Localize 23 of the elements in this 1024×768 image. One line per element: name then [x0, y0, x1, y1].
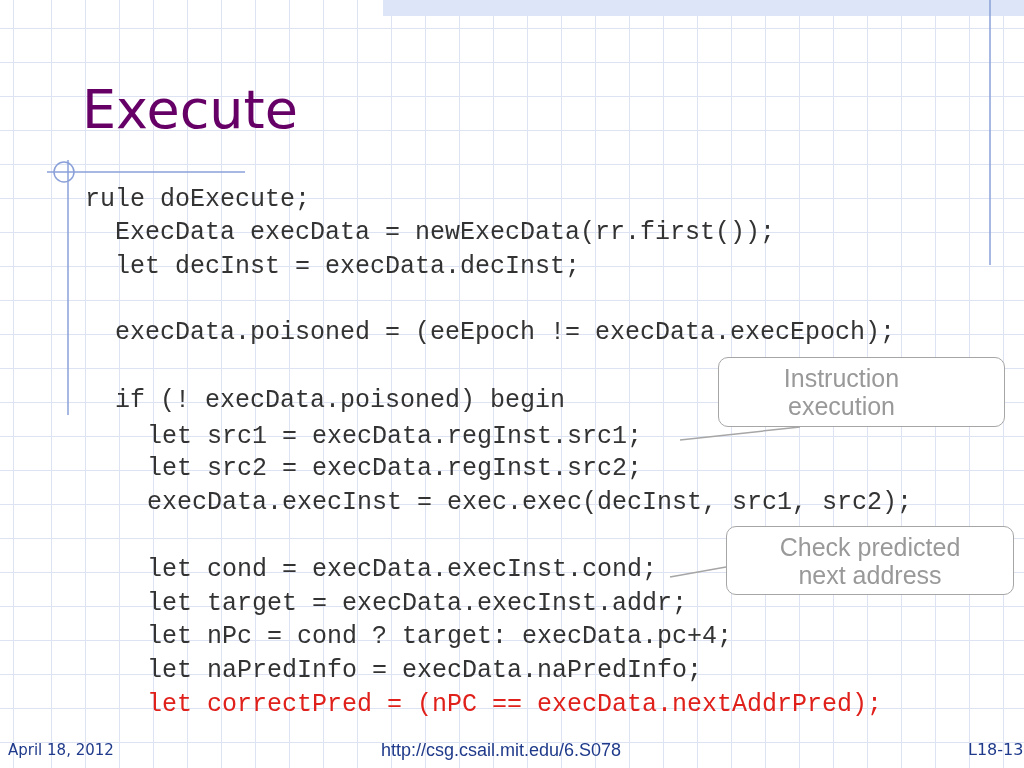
code-line: let target = execData.execInst.addr;	[147, 589, 688, 619]
slide-number: L18-13	[968, 740, 1024, 760]
code-line: let nPc = cond ? target: execData.pc+4;	[147, 622, 733, 652]
code-line: rule doExecute;	[85, 185, 311, 215]
callout-bubble	[726, 526, 1014, 595]
callout-text: Check predicted next address	[778, 532, 962, 589]
code-line: execData.poisoned = (eeEpoch != execData.execEpoch);	[115, 318, 896, 348]
footer-url: http://csg.csail.mit.edu/6.S078	[381, 740, 622, 760]
code-line: let cond = execData.execInst.cond;	[147, 555, 658, 585]
code-line: let correctPred = (nPC == execData.nextAddrPred);	[147, 690, 883, 720]
leader-line	[679, 426, 801, 441]
leader-line	[669, 566, 727, 578]
footer-date: April 18, 2012	[8, 740, 114, 760]
code-line: let naPredInfo = execData.naPredInfo;	[147, 656, 703, 686]
code-line: ExecData execData = newExecData(rr.first());	[115, 218, 776, 248]
callout-bubble	[718, 357, 1005, 427]
code-line: let src1 = execData.regInst.src1;	[147, 422, 643, 452]
callout-text: Instruction execution	[782, 364, 901, 420]
slide-title: Execute	[82, 80, 298, 140]
code-line: execData.execInst = exec.exec(decInst, src1, src2);	[147, 488, 913, 518]
code-line: if (! execData.poisoned) begin	[115, 386, 566, 416]
code-line: let decInst = execData.decInst;	[115, 252, 581, 282]
code-line: let src2 = execData.regInst.src2;	[147, 454, 643, 484]
